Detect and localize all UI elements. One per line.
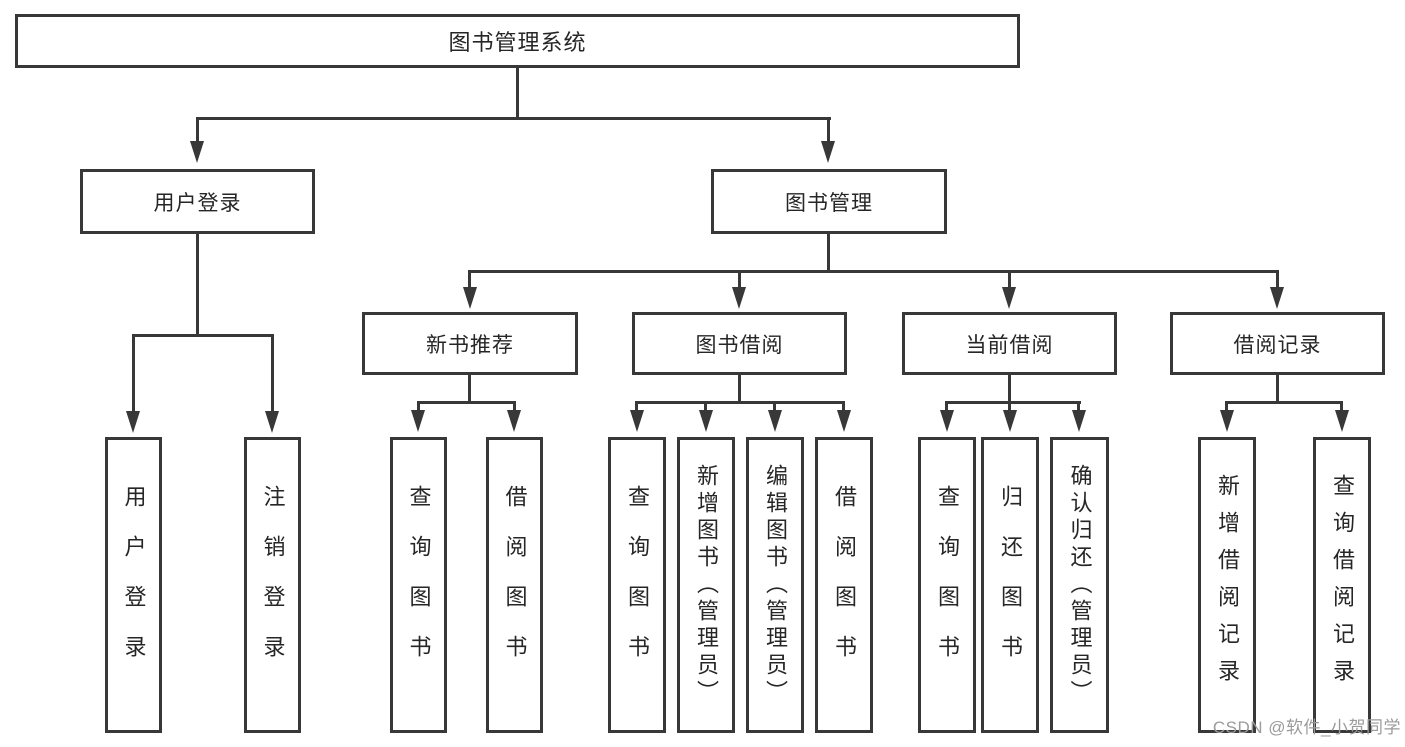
node-borrow-records: 借阅记录 (1170, 312, 1385, 375)
leaf-query-borrow-record-label: 查询借阅记录 (1330, 474, 1355, 696)
edge-line (1225, 401, 1343, 404)
leaf-logout: 注销登录 (244, 437, 301, 733)
leaf-borrow-books-label: 借阅图书 (832, 485, 857, 685)
node-current-borrow: 当前借阅 (902, 312, 1117, 375)
edge-line (1008, 270, 1011, 288)
edge-line (132, 334, 135, 412)
leaf-query-books-recommend: 查询图书 (390, 437, 447, 733)
node-user-login: 用户登录 (80, 169, 315, 234)
arrow-down-icon (940, 410, 954, 432)
node-book-borrow-label: 图书借阅 (695, 333, 784, 357)
arrow-down-icon (630, 410, 644, 432)
leaf-query-books-borrow: 查询图书 (608, 437, 666, 733)
arrow-down-icon (1220, 410, 1234, 432)
leaf-add-borrow-record: 新增借阅记录 (1198, 437, 1256, 733)
edge-line (1008, 401, 1011, 412)
edge-line (635, 401, 845, 404)
arrow-down-icon (507, 410, 521, 432)
node-new-book-recommend-label: 新书推荐 (426, 333, 514, 357)
arrow-down-icon (1270, 287, 1284, 309)
leaf-user-login: 用户登录 (105, 437, 162, 733)
node-new-book-recommend: 新书推荐 (362, 312, 578, 375)
node-book-management-label: 图书管理 (785, 191, 873, 215)
leaf-user-login-label: 用户登录 (121, 485, 147, 685)
arrow-down-icon (699, 410, 713, 432)
leaf-query-books-current: 查询图书 (918, 437, 976, 733)
leaf-edit-books-admin-label: 编辑图书（管理员） (763, 463, 788, 707)
edge-line (1276, 270, 1279, 288)
edge-line (738, 375, 741, 402)
edge-line (417, 401, 516, 404)
leaf-confirm-return-admin: 确认归还（管理员） (1050, 437, 1109, 733)
node-library-system-label: 图书管理系统 (448, 30, 587, 55)
arrow-down-icon (732, 287, 746, 309)
arrow-down-icon (190, 141, 204, 163)
edge-line (132, 334, 274, 337)
node-user-login-label: 用户登录 (153, 191, 242, 215)
edge-line (704, 401, 707, 412)
node-book-management: 图书管理 (711, 169, 947, 234)
edge-line (827, 234, 830, 272)
edge-line (842, 401, 845, 412)
csdn-watermark: CSDN @软件_小贺同学 (1212, 718, 1401, 737)
leaf-query-books-borrow-label: 查询图书 (625, 485, 650, 685)
leaf-add-borrow-record-label: 新增借阅记录 (1215, 474, 1240, 696)
leaf-confirm-return-admin-label: 确认归还（管理员） (1067, 463, 1093, 707)
leaf-borrow-books-recommend-label: 借阅图书 (502, 485, 528, 685)
edge-line (773, 401, 776, 412)
edge-line (516, 68, 519, 118)
edge-line (271, 334, 274, 412)
edge-line (468, 375, 471, 402)
arrow-down-icon (1335, 410, 1349, 432)
edge-line (196, 117, 831, 120)
arrow-down-icon (411, 410, 425, 432)
arrow-down-icon (837, 410, 851, 432)
edge-line (468, 270, 1279, 273)
arrow-down-icon (463, 287, 477, 309)
leaf-add-books-admin: 新增图书（管理员） (677, 437, 735, 733)
node-current-borrow-label: 当前借阅 (965, 333, 1054, 357)
edge-line (738, 270, 741, 288)
edge-line (1340, 401, 1343, 412)
edge-line (1225, 401, 1228, 412)
edge-line (468, 270, 471, 288)
node-borrow-records-label: 借阅记录 (1233, 333, 1322, 357)
leaf-return-books: 归还图书 (981, 437, 1039, 733)
arrow-down-icon (265, 411, 279, 433)
arrow-down-icon (1002, 287, 1016, 309)
leaf-query-books-recommend-label: 查询图书 (406, 485, 432, 685)
arrow-down-icon (768, 410, 782, 432)
arrow-down-icon (821, 141, 835, 163)
leaf-query-books-current-label: 查询图书 (935, 485, 960, 685)
edge-line (945, 401, 948, 412)
arrow-down-icon (1003, 410, 1017, 432)
leaf-logout-label: 注销登录 (260, 485, 286, 685)
node-library-system: 图书管理系统 (15, 14, 1020, 68)
leaf-borrow-books: 借阅图书 (815, 437, 873, 733)
edge-line (635, 401, 638, 412)
edge-line (196, 234, 199, 335)
edge-line (945, 401, 1081, 404)
leaf-borrow-books-recommend: 借阅图书 (486, 437, 543, 733)
edge-line (1077, 401, 1080, 412)
edge-line (1008, 375, 1011, 402)
edge-line (417, 401, 420, 412)
arrow-down-icon (126, 411, 140, 433)
edge-line (1276, 375, 1279, 402)
leaf-return-books-label: 归还图书 (998, 485, 1023, 685)
leaf-query-borrow-record: 查询借阅记录 (1313, 437, 1371, 733)
edge-line (827, 117, 830, 143)
leaf-edit-books-admin: 编辑图书（管理员） (746, 437, 804, 733)
leaf-add-books-admin-label: 新增图书（管理员） (694, 463, 719, 707)
arrow-down-icon (1072, 410, 1086, 432)
node-book-borrow: 图书借阅 (632, 312, 847, 375)
edge-line (196, 117, 199, 143)
edge-line (513, 401, 516, 412)
